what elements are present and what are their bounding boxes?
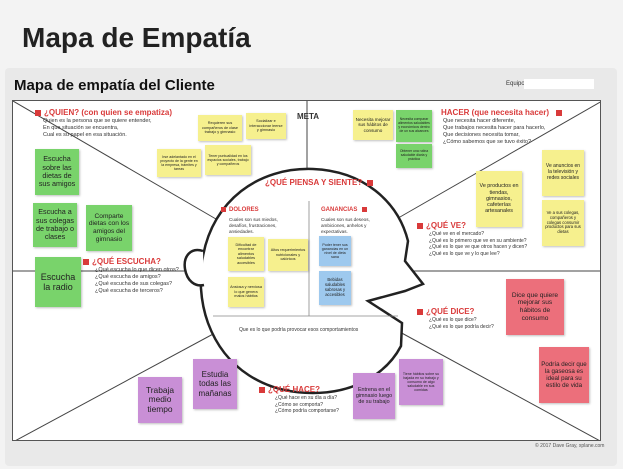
ganancias-title: GANANCIAS bbox=[321, 207, 358, 214]
ve-q4: ¿Qué es lo que ve y lo que lee? bbox=[429, 250, 500, 257]
hacer-heading: HACER (que necesita hacer) bbox=[441, 108, 565, 117]
quien-title: ¿QUIEN? (con quien se empatiza) bbox=[44, 108, 173, 117]
sticky-note[interactable]: Trabaja medio tiempo bbox=[138, 377, 182, 423]
ve-q2: ¿Qué es lo primero que ve en su ambiente… bbox=[429, 237, 527, 244]
sticky-note[interactable]: Escucha la radio bbox=[35, 257, 81, 307]
escucha-heading: ¿QUÉ ESCUCHA? bbox=[83, 257, 161, 266]
quien-heading: ¿QUIEN? (con quien se empatiza) bbox=[35, 108, 172, 117]
section-marker-icon bbox=[83, 258, 89, 265]
hacer-q2: Que trabajos necesita hacer para hacerlo… bbox=[443, 125, 546, 132]
ve-q3: ¿Qué es lo que ve que otros hacen y dice… bbox=[429, 244, 528, 250]
ganancias-heading: GANANCIAS bbox=[321, 207, 370, 213]
sticky-note[interactable]: Requieren sus compañeros de clase trabaj… bbox=[198, 115, 242, 141]
dice-q1: ¿Qué es lo que dice? bbox=[429, 317, 477, 323]
dice-title: ¿QUÉ DICE? bbox=[426, 307, 475, 316]
sticky-note[interactable]: Escucha a sus colegas de trabajo o clase… bbox=[33, 203, 77, 247]
board-title: Mapa de empatía del Cliente bbox=[14, 77, 215, 94]
ganancias-q2: ambiciones, anhelos y bbox=[321, 222, 367, 228]
dolores-q3: ansiedades. bbox=[229, 228, 254, 234]
hace-heading: ¿QUÉ HACE? bbox=[259, 385, 320, 394]
sticky-note[interactable]: Socializar e interaccionar leerse y gimn… bbox=[246, 113, 286, 139]
sticky-note[interactable]: Altos requerimientos nutricionales y cal… bbox=[268, 239, 308, 271]
dolores-questions: Cuales son sus miedos, desafíos, frustra… bbox=[229, 217, 278, 235]
escucha-q4: ¿Qué escucha de terceros? bbox=[95, 288, 163, 295]
dolores-heading: DOLORES bbox=[221, 207, 259, 213]
sticky-note[interactable]: Necesita comparar alimentos saludables y… bbox=[396, 110, 432, 142]
hace-questions: ¿Qué hace en su día a día? ¿Cómo se comp… bbox=[275, 395, 339, 415]
dice-q2: ¿Qué es lo que podría decir? bbox=[429, 323, 494, 330]
section-marker-icon bbox=[556, 109, 563, 116]
section-marker-icon bbox=[367, 179, 374, 186]
sticky-note[interactable]: Bebidas saludables sabrosas y accesibles bbox=[319, 271, 351, 305]
sticky-note[interactable]: Dificultad de encontrar alimentos saluda… bbox=[228, 237, 264, 271]
hacer-q1: Que necesita hacer diferente, bbox=[443, 118, 516, 124]
sticky-note[interactable]: Obtener una rutina saludable diaria y pr… bbox=[396, 144, 432, 168]
piensa-title: ¿QUÉ PIENSA Y SIENTE? bbox=[265, 178, 363, 187]
sticky-note[interactable]: Escucha sobre las dietas de sus amigos bbox=[35, 149, 79, 195]
section-marker-icon bbox=[362, 207, 368, 212]
sticky-note[interactable]: Estudia todas las mañanas bbox=[193, 359, 237, 409]
sticky-note[interactable]: Poder tener sus ganancias en un nivel de… bbox=[319, 236, 351, 266]
ganancias-questions: Cuales son sus deseos, ambiciones, anhel… bbox=[321, 217, 370, 235]
hacer-q3: Que decisiones necesita tomar, bbox=[443, 132, 520, 139]
quien-q2: En que situación se encuentra, bbox=[43, 125, 119, 132]
ve-questions: ¿Qué ve en el mercado? ¿Qué es lo primer… bbox=[429, 231, 527, 257]
meta-heading: META bbox=[297, 112, 320, 121]
sticky-note[interactable]: Entrena en el gimnasio luego de su traba… bbox=[353, 373, 395, 419]
dolores-title: DOLORES bbox=[229, 207, 259, 214]
escucha-title: ¿QUÉ ESCUCHA? bbox=[92, 257, 161, 266]
section-marker-icon bbox=[417, 308, 423, 315]
sticky-note[interactable]: Necesita mejorar sus hábitos de consumo bbox=[353, 110, 393, 140]
quien-q1: Quien es la persona que se quiere entend… bbox=[43, 118, 152, 124]
dolores-q2: desafíos, frustraciones, bbox=[229, 222, 277, 228]
hace-q1: ¿Qué hace en su día a día? bbox=[275, 395, 337, 401]
dice-questions: ¿Qué es lo que dice? ¿Qué es lo que podr… bbox=[429, 317, 494, 330]
escucha-q1: ¿Qué escucha lo que dicen otros? bbox=[95, 267, 179, 273]
ve-heading: ¿QUÉ VE? bbox=[417, 221, 466, 230]
escucha-q3: ¿Qué escucha de sus colegas? bbox=[95, 281, 173, 288]
quien-questions: Quien es la persona que se quiere entend… bbox=[43, 118, 152, 139]
ve-title: ¿QUÉ VE? bbox=[426, 221, 467, 230]
sticky-note[interactable]: Ve anuncios en la televisión y redes soc… bbox=[542, 150, 584, 196]
sticky-note[interactable]: Tiene hábitos sobre su bajada en su trab… bbox=[399, 359, 443, 405]
empathy-map-canvas[interactable]: ¿QUIEN? (con quien se empatiza) Quien es… bbox=[12, 100, 601, 441]
sticky-note[interactable]: Ve a sus colegas, compañeros y colegas c… bbox=[542, 200, 584, 246]
board-footer: © 2017 Dave Gray, xplane.com bbox=[535, 443, 605, 449]
ve-q1: ¿Qué ve en el mercado? bbox=[429, 231, 485, 237]
ganancias-q1: Cuales son sus deseos, bbox=[321, 217, 370, 222]
sticky-note[interactable]: Comparte dietas con los amigos del gimna… bbox=[86, 205, 132, 251]
piensa-heading: ¿QUÉ PIENSA Y SIENTE? bbox=[265, 178, 376, 187]
escucha-q2: ¿Qué escucha de amigos? bbox=[95, 274, 161, 281]
provocar-text: Que es lo que podría provocar esos compo… bbox=[239, 327, 359, 333]
hace-q3: ¿Cómo podría comportarse? bbox=[275, 408, 339, 414]
escucha-questions: ¿Qué escucha lo que dicen otros? ¿Qué es… bbox=[95, 267, 179, 296]
section-marker-icon bbox=[221, 207, 226, 212]
page-title: Mapa de Empatía bbox=[22, 22, 251, 53]
section-marker-icon bbox=[35, 109, 41, 116]
team-input[interactable] bbox=[524, 79, 594, 89]
sticky-note[interactable]: Ansiosa y nerviosa lo que genera malos h… bbox=[228, 277, 264, 307]
hacer-q4: ¿Cómo sabemos que se tuvo éxito? bbox=[443, 139, 532, 146]
hace-q2: ¿Cómo se comporta? bbox=[275, 401, 324, 408]
sticky-note[interactable]: Podría decir que la gaseosa es ideal par… bbox=[539, 347, 589, 403]
hace-title: ¿QUÉ HACE? bbox=[268, 385, 320, 394]
sticky-note[interactable]: Tener puntualidad en los espacios social… bbox=[205, 145, 251, 175]
ganancias-q3: expectativas. bbox=[321, 228, 348, 234]
hacer-questions: Que necesita hacer diferente, Que trabaj… bbox=[443, 118, 545, 147]
section-marker-icon bbox=[259, 386, 265, 393]
sticky-note[interactable]: Dice que quiere mejorar sus hábitos de c… bbox=[506, 279, 564, 335]
sticky-note[interactable]: Irse adelantado en el proyecto de la gen… bbox=[157, 149, 201, 177]
section-marker-icon bbox=[417, 222, 423, 229]
team-label: Equipo bbox=[506, 81, 525, 87]
dolores-q1: Cuales son sus miedos, bbox=[229, 217, 278, 222]
dice-heading: ¿QUÉ DICE? bbox=[417, 307, 474, 316]
sticky-note[interactable]: Ve productos en tiendas, gimnasios, cafe… bbox=[476, 171, 522, 227]
hacer-title: HACER (que necesita hacer) bbox=[441, 108, 550, 117]
quien-q3: Cual es su papel en esa situación. bbox=[43, 132, 127, 139]
